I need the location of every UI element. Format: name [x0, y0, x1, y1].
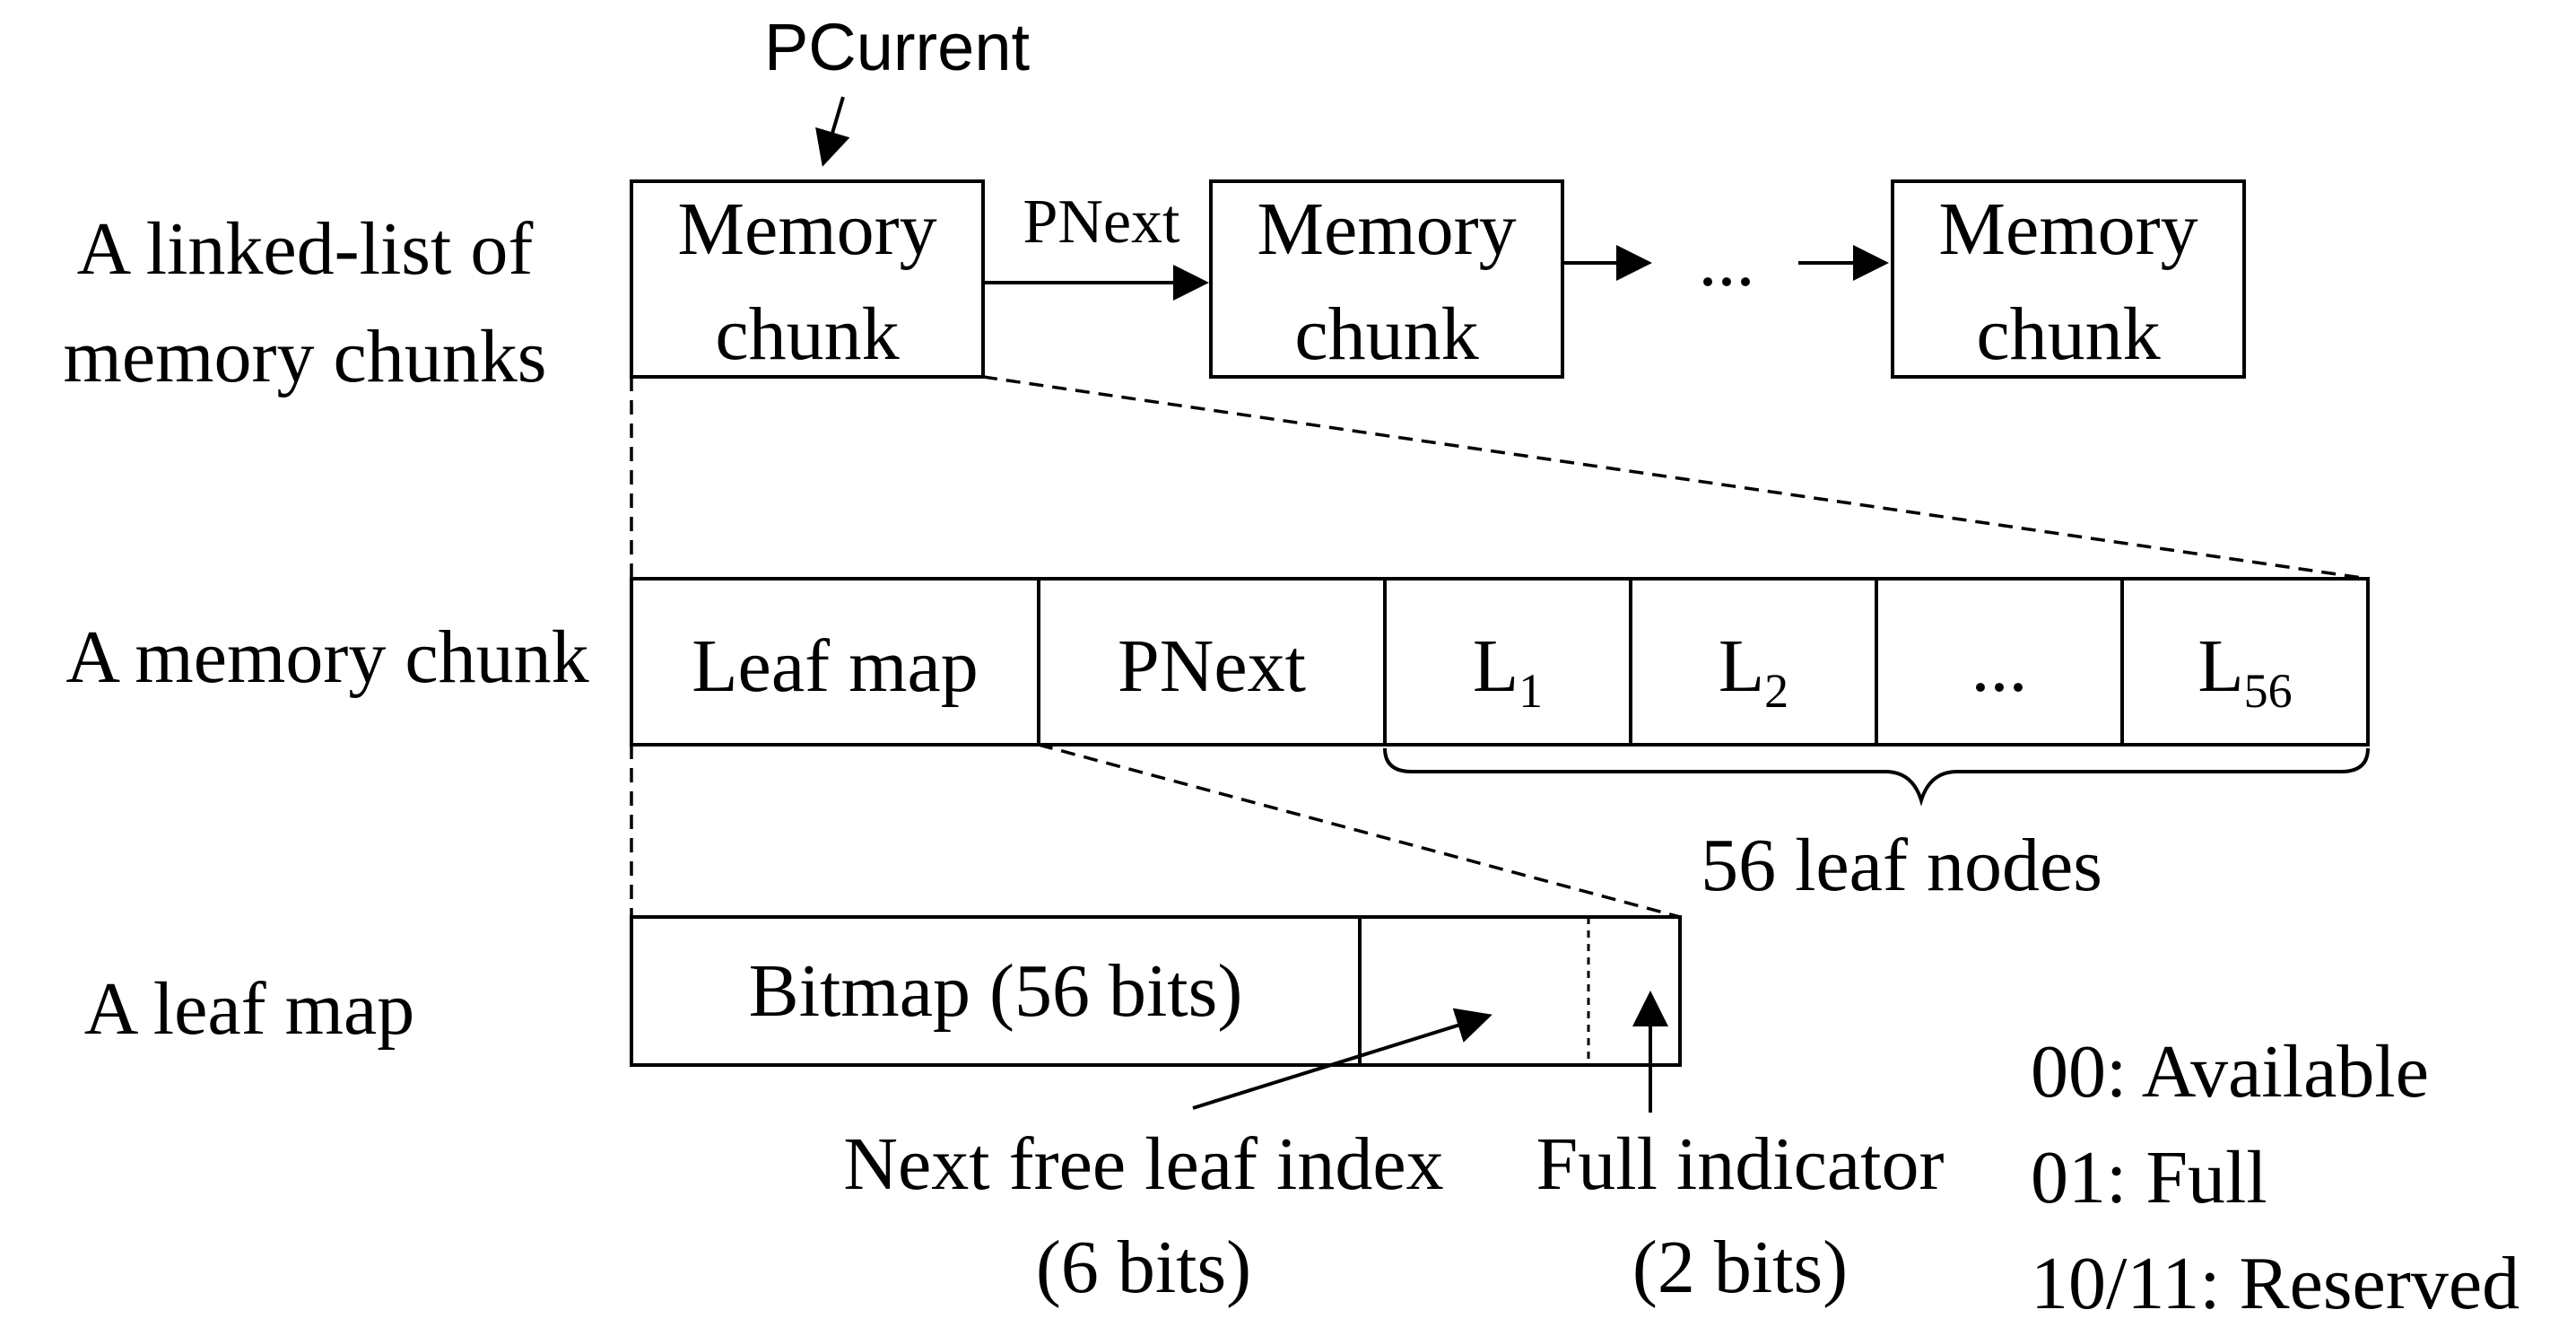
leaf-ellipsis: ...: [1971, 624, 2028, 708]
row-label-linked-list-line2: memory chunks: [64, 315, 547, 398]
zoom-line-leafmap-right: [1038, 743, 1681, 919]
pnext-arrow-label: PNext: [1023, 188, 1181, 257]
chunk-node-last-line1: Memory: [1938, 188, 2197, 271]
chunk-node-2-line2: chunk: [1294, 293, 1478, 376]
leaf-nodes-caption: 56 leaf nodes: [1701, 824, 2102, 907]
chain-ellipsis: ...: [1699, 219, 1755, 302]
field-leaf-2: L2: [1719, 624, 1788, 718]
legend-full: 01: Full: [2031, 1136, 2267, 1219]
field-leaf-56: L56: [2197, 624, 2292, 718]
field-leaf-ellipsis: ...: [1971, 624, 2028, 708]
bitmap-field: Bitmap (56 bits): [749, 949, 1243, 1033]
svg-text:L1: L1: [1473, 624, 1543, 718]
memory-chunk-row: [630, 577, 2370, 747]
chunk-node-2-line1: Memory: [1257, 188, 1516, 271]
leaf-map-row: [630, 915, 1682, 1067]
leaf-56-base: L: [2197, 624, 2243, 708]
next-free-label-line1: Next free leaf index: [843, 1122, 1443, 1206]
pcurrent-label: PCurrent: [764, 10, 1031, 84]
memory-chunk-node-2: Memory chunk: [1209, 179, 1564, 379]
legend-reserved: 10/11: Reserved: [2031, 1242, 2519, 1325]
leaf-2-sub: 2: [1764, 664, 1788, 718]
chunk-node-1-line2: chunk: [715, 293, 899, 376]
chunk-node-1-line1: Memory: [677, 188, 936, 271]
svg-text:L56: L56: [2197, 624, 2292, 718]
row-label-leaf-map: A leaf map: [84, 967, 415, 1051]
full-indicator-label-line2: (2 bits): [1632, 1226, 1848, 1309]
memory-chunk-node-1: Memory chunk: [630, 179, 985, 379]
leaf-1-sub: 1: [1519, 664, 1543, 718]
row-label-memory-chunk: A memory chunk: [65, 616, 588, 699]
leaf-2-base: L: [1719, 624, 1764, 708]
memory-chunk-node-last: Memory chunk: [1891, 179, 2246, 379]
field-leaf-map: Leaf map: [692, 624, 978, 708]
leaf-nodes-brace: [1383, 747, 2370, 807]
row-label-linked-list-line1: A linked-list of: [77, 207, 534, 291]
zoom-line-chunk-right: [982, 375, 2369, 581]
chunk-node-last-line2: chunk: [1976, 293, 2160, 376]
svg-text:L2: L2: [1719, 624, 1788, 718]
field-leaf-1: L1: [1473, 624, 1543, 718]
legend-available: 00: Available: [2031, 1030, 2429, 1113]
full-indicator-label-line1: Full indicator: [1536, 1122, 1945, 1206]
field-pnext: PNext: [1118, 624, 1306, 708]
leaf-56-sub: 56: [2244, 664, 2293, 718]
pcurrent-arrow: [815, 96, 850, 167]
next-free-label-line2: (6 bits): [1036, 1226, 1251, 1309]
next-free-arrow: [1192, 1008, 1493, 1110]
leaf-1-base: L: [1473, 624, 1519, 708]
